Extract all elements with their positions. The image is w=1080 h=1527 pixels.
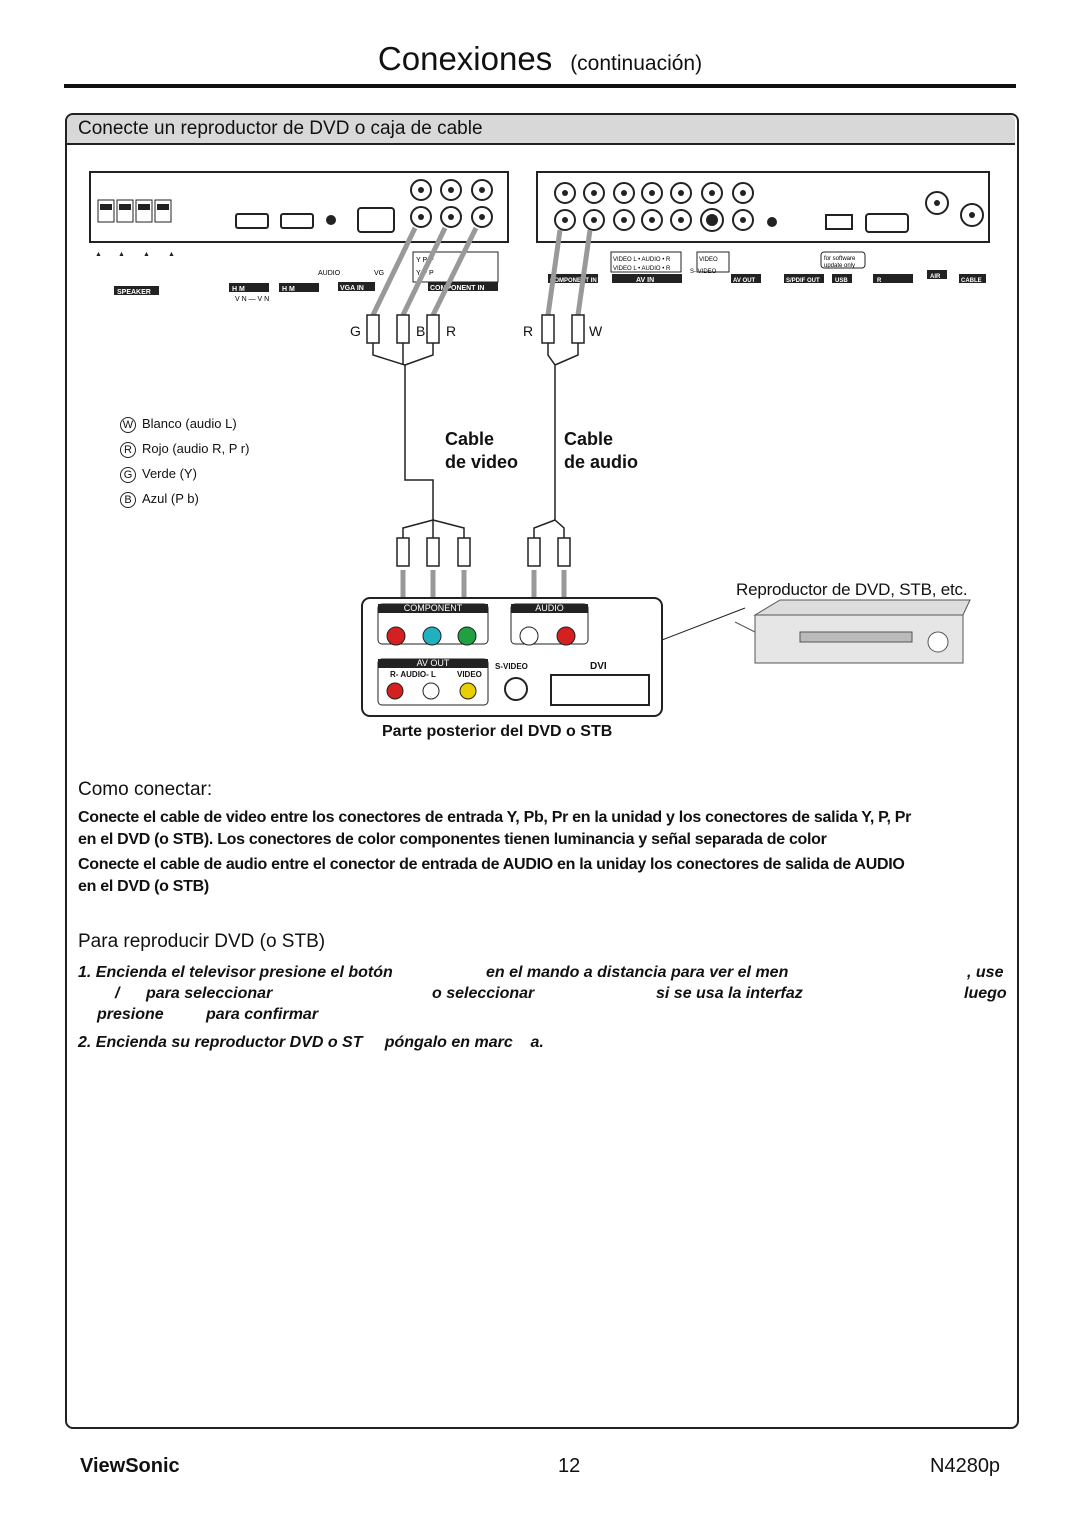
svg-text:V N — V N: V N — V N [235, 296, 269, 303]
svg-text:AIR: AIR [930, 274, 941, 280]
legend-item: G Verde (Y) [120, 466, 320, 483]
svg-text:S- VIDEO: S- VIDEO [690, 269, 717, 275]
legend-text: Verde (Y) [142, 466, 197, 481]
step1-text: luego [964, 985, 1007, 1002]
title-main: Conexiones [377, 40, 553, 77]
svg-text:VIDEO: VIDEO [699, 257, 718, 263]
step1-text: para confirmar [206, 1006, 319, 1023]
svg-text:H M: H M [232, 286, 245, 293]
dvd-audio-label: AUDIO [535, 603, 564, 613]
page-title: Conexiones (continuación) [0, 40, 1080, 78]
legend-text: Rojo (audio R, P r) [142, 441, 250, 456]
dvd-back-panel [361, 597, 663, 717]
step1-text: 1. Encienda el televisor presione el bot… [78, 964, 393, 981]
svg-text:▲: ▲ [95, 251, 102, 258]
step-2: 2. Encienda su reproductor DVD o ST póng… [78, 1034, 544, 1051]
step1-text: presione [97, 1006, 164, 1023]
dvd-dvi-label: DVI [590, 661, 607, 672]
svg-text:USB: USB [835, 278, 848, 284]
como-heading: Como conectar: [78, 779, 213, 800]
svg-text:COMPONENT IN: COMPONENT IN [430, 285, 484, 292]
svg-text:update only: update only [824, 263, 855, 269]
step1-text: para seleccionar [146, 985, 273, 1002]
speaker-label: SPEAKER [117, 289, 151, 296]
svg-text:AV OUT: AV OUT [733, 278, 756, 284]
como-para2: Conecte el cable de audio entre el conec… [78, 854, 1013, 898]
svg-text:▲: ▲ [168, 251, 175, 258]
svg-text:H M: H M [282, 286, 295, 293]
dvd-video-label: VIDEO [457, 670, 482, 679]
svg-text:AV IN: AV IN [636, 277, 654, 284]
title-sub: (continuación) [570, 52, 703, 75]
plug-letter: W [589, 323, 603, 339]
svg-text:▲: ▲ [143, 251, 150, 258]
step1-text: / [115, 985, 120, 1002]
svg-text:CABLE: CABLE [961, 278, 982, 284]
legend-letter: B [120, 492, 136, 508]
svg-text:Y P P: Y P P [416, 257, 434, 264]
svg-text:VG: VG [374, 270, 384, 277]
cable-audio-line: Cable [564, 429, 614, 449]
section-title: Conecte un reproductor de DVD o caja de … [78, 118, 483, 139]
legend-letter: G [120, 467, 136, 483]
connection-diagram: ▲ ▲ ▲ ▲ SPEAKER H M H M VGA IN COMPONENT IN… [89, 171, 990, 717]
legend-text: Blanco (audio L) [142, 416, 237, 431]
cable-audio-line: de audio [564, 452, 639, 472]
plug-letter: B [416, 323, 426, 339]
plug-letter: R [523, 323, 534, 339]
legend-item: R Rojo (audio R, P r) [120, 441, 320, 458]
cable-video-line: Cable [445, 429, 495, 449]
tv-panel-left [89, 171, 509, 243]
svg-text:VIDEO L • AUDIO • R: VIDEO L • AUDIO • R [613, 266, 671, 272]
dvd-svideo-label: S-VIDEO [495, 662, 528, 671]
dvd-caption: Parte posterior del DVD o STB [382, 723, 613, 740]
svg-text:R: R [877, 278, 882, 284]
footer-page: 12 [558, 1455, 581, 1477]
legend-item: B Azul (P b) [120, 491, 320, 508]
como-para1-line: Conecte el cable de video entre los cone… [78, 809, 912, 826]
plug-letter: R [446, 323, 457, 339]
dvd-player-icon [734, 599, 971, 664]
content-frame [65, 113, 1019, 1429]
svg-text:VIDEO L • AUDIO • R: VIDEO L • AUDIO • R [613, 257, 671, 263]
como-para2-line: en el DVD (o STB) [78, 878, 209, 895]
section-bar [67, 115, 1015, 145]
para-heading: Para reproducir DVD (o STB) [78, 931, 326, 952]
legend-letter: W [120, 417, 136, 433]
como-para1-line: en el DVD (o STB). Los conectores de col… [78, 831, 827, 848]
step-1: 1. Encienda el televisor presione el bot… [78, 964, 1013, 1030]
step1-text: si se usa la interfaz [656, 985, 803, 1002]
svg-text:▲: ▲ [118, 251, 125, 258]
svg-text:AUDIO: AUDIO [318, 270, 341, 277]
dvd-player-label: Reproductor de DVD, STB, etc. [736, 580, 968, 599]
footer-model: N4280p [930, 1455, 1001, 1477]
dvd-component-label: COMPONENT [403, 603, 463, 613]
svg-text:COMPONENT IN: COMPONENT IN [550, 278, 597, 284]
legend-text: Azul (P b) [142, 491, 199, 506]
plug-letter: G [350, 323, 361, 339]
footer-brand: ViewSonic [80, 1455, 180, 1477]
svg-text:S/PDIF OUT: S/PDIF OUT [786, 278, 820, 284]
svg-text:VGA IN: VGA IN [340, 285, 364, 292]
cable-audio-label: Cable de audio [564, 428, 638, 474]
cable-video-label: Cable de video [445, 428, 518, 474]
cable-video-line: de video [445, 452, 519, 472]
tv-panel-right [536, 171, 990, 243]
como-para2-line: Conecte el cable de audio entre el conec… [78, 856, 905, 873]
step1-text: en el mando a distancia para ver el men [486, 964, 789, 981]
legend-letter: R [120, 442, 136, 458]
svg-text:for software: for software [824, 256, 856, 262]
legend-item: W Blanco (audio L) [120, 416, 320, 433]
como-para1: Conecte el cable de video entre los cone… [78, 807, 1013, 851]
dvd-raudio-label: R- AUDIO- L [390, 670, 436, 679]
color-legend: W Blanco (audio L) R Rojo (audio R, P r) G… [120, 416, 320, 508]
step1-text: , use [967, 964, 1004, 981]
speaker-terminals [97, 199, 172, 223]
step1-text: o seleccionar [432, 985, 535, 1002]
title-rule [64, 84, 1016, 88]
dvd-avout-label: AV OUT [416, 658, 450, 668]
